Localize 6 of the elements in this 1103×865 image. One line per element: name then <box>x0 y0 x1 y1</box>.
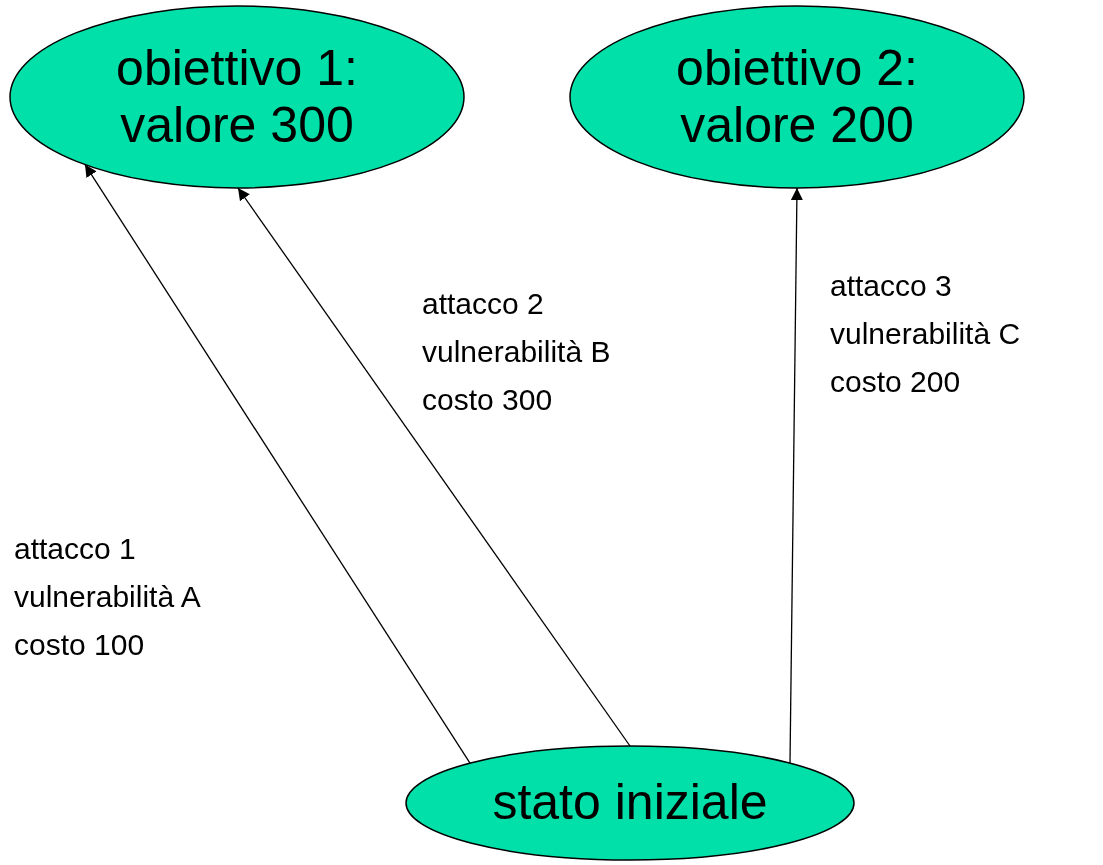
node-label: obiettivo 1: valore 300 <box>115 39 359 155</box>
node-label: obiettivo 2: valore 200 <box>675 39 919 155</box>
arrow <box>237 187 631 747</box>
node-label: stato iniziale <box>491 774 769 832</box>
arrow <box>789 187 803 764</box>
arrow <box>84 163 471 764</box>
